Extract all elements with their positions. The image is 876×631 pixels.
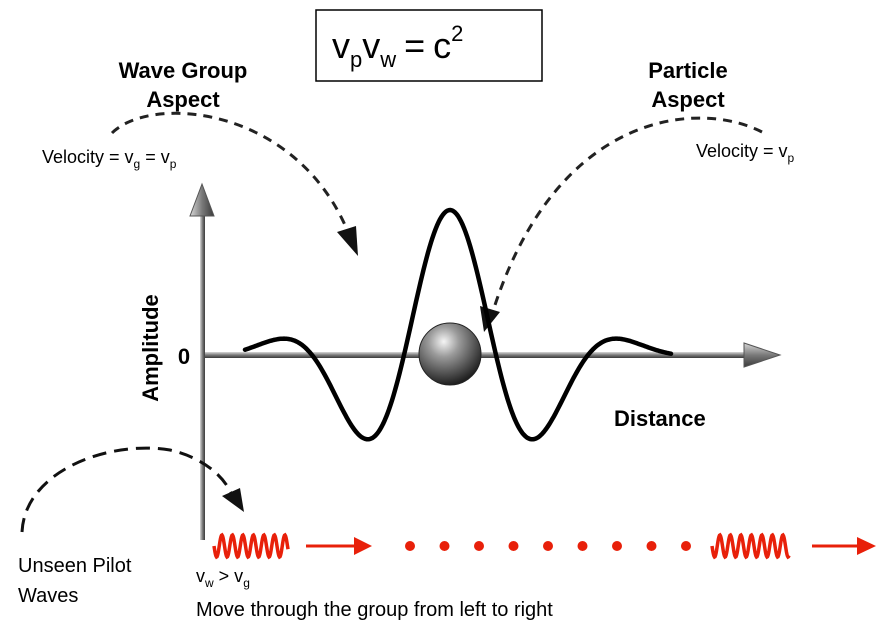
wave-group-arrowhead	[337, 226, 358, 256]
pilot-dot	[508, 541, 519, 551]
pilot-arrow-left-head	[354, 537, 372, 555]
y-axis-label: Amplitude	[138, 294, 163, 402]
particle-dashed-arrow	[493, 116, 763, 306]
wave-packet	[242, 207, 674, 442]
equation-sup-2: 2	[451, 21, 463, 46]
x-axis-label: Distance	[614, 406, 706, 431]
pilot-dot	[681, 541, 691, 551]
pilot-dot	[646, 541, 657, 551]
pilot-dot	[577, 541, 588, 551]
pilot-arrow-right-head	[857, 537, 876, 555]
wave-group-title-line2: Aspect	[146, 87, 220, 112]
pilot-relation: vw > vg	[196, 566, 250, 590]
y-axis-arrowhead	[189, 182, 215, 217]
pilot-dot	[439, 541, 450, 551]
pilot-arrowhead	[222, 488, 244, 512]
pilot-wave-right	[710, 532, 791, 560]
particle-title-line1: Particle	[648, 58, 728, 83]
particle-title-line2: Aspect	[651, 87, 725, 112]
origin-label: 0	[178, 344, 190, 369]
equation-equals: =	[404, 25, 425, 66]
pilot-dots	[405, 541, 691, 551]
equation-box	[315, 9, 543, 82]
y-axis	[200, 212, 205, 540]
wave-group-velocity: Velocity = vg = vp	[42, 147, 177, 171]
equation-sub-p: p	[350, 47, 362, 72]
equation-c: c	[433, 25, 451, 66]
pilot-dot	[612, 541, 622, 551]
pilot-wave-left	[212, 532, 290, 560]
particle-ball	[418, 322, 482, 386]
pilot-label-line1: Unseen Pilot	[18, 555, 132, 577]
x-axis-arrowhead	[743, 342, 782, 368]
pilot-dot	[543, 541, 553, 551]
pilot-dashed-arrow	[20, 446, 234, 533]
particle-velocity: Velocity = vp	[696, 141, 795, 165]
equation: vpvw=c2	[332, 21, 463, 72]
pilot-note: Move through the group from left to righ…	[196, 599, 553, 621]
pilot-dot	[405, 541, 415, 551]
wave-group-dashed-arrow	[110, 111, 347, 226]
equation-sub-w: w	[379, 47, 396, 72]
equation-v1: v	[332, 25, 350, 66]
wave-group-title-line1: Wave Group	[119, 58, 248, 83]
equation-v2: v	[362, 25, 380, 66]
pilot-label-line2: Waves	[18, 585, 78, 607]
pilot-dot	[474, 541, 484, 551]
